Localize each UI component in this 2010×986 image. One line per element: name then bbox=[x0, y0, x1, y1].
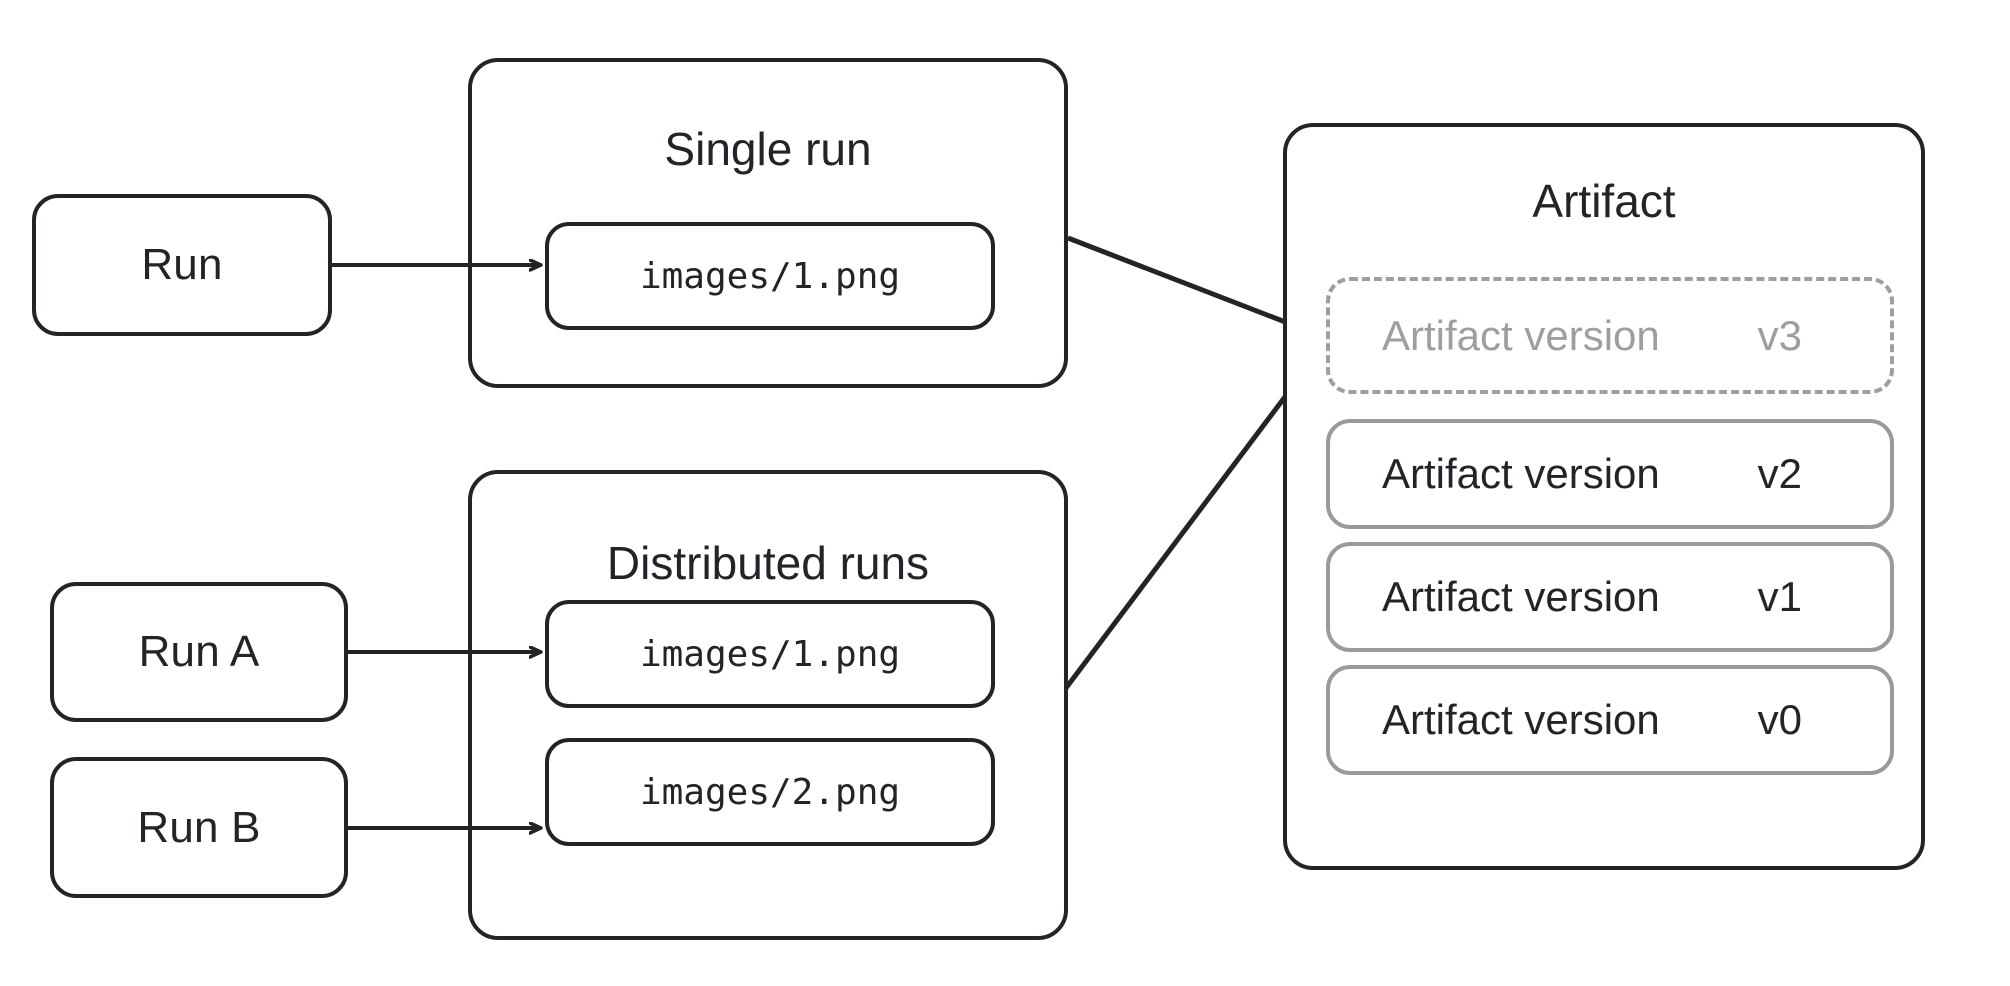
file-chip-label: images/1.png bbox=[639, 633, 901, 675]
artifact-version-row-v0[interactable]: Artifact version v0 bbox=[1326, 665, 1894, 775]
artifact-panel[interactable]: Artifact Artifact version v3 Artifact ve… bbox=[1283, 123, 1925, 870]
artifact-version-label: Artifact version bbox=[1382, 311, 1660, 359]
group-distributed-runs[interactable]: Distributed runs bbox=[468, 470, 1068, 940]
artifact-version-tag: v0 bbox=[1757, 696, 1802, 743]
artifact-version-row-v3[interactable]: Artifact version v3 bbox=[1326, 277, 1894, 394]
run-node-run[interactable]: Run bbox=[32, 194, 332, 336]
group-title-distributed-runs: Distributed runs bbox=[606, 537, 930, 589]
artifact-version-label: Artifact version bbox=[1382, 573, 1660, 620]
run-label: Run bbox=[141, 240, 223, 289]
artifact-version-row-v1[interactable]: Artifact version v1 bbox=[1326, 542, 1894, 652]
file-chip-single-file-1[interactable]: images/1.png bbox=[545, 222, 995, 330]
artifact-version-row-v2[interactable]: Artifact version v2 bbox=[1326, 419, 1894, 529]
artifact-panel-title: Artifact bbox=[1532, 175, 1676, 227]
artifact-version-tag: v2 bbox=[1757, 450, 1802, 497]
artifact-version-label: Artifact version bbox=[1382, 450, 1660, 497]
run-node-run-b[interactable]: Run B bbox=[50, 757, 348, 898]
file-chip-label: images/2.png bbox=[639, 771, 901, 813]
artifact-version-label: Artifact version bbox=[1382, 696, 1660, 743]
group-single-run[interactable]: Single run bbox=[468, 58, 1068, 388]
artifact-version-tag: v1 bbox=[1757, 573, 1802, 620]
group-title-single-run: Single run bbox=[664, 123, 872, 175]
run-label: Run B bbox=[137, 802, 261, 852]
file-chip-dist-file-2[interactable]: images/2.png bbox=[545, 738, 995, 846]
file-chip-label: images/1.png bbox=[639, 255, 901, 297]
file-chip-dist-file-1[interactable]: images/1.png bbox=[545, 600, 995, 708]
run-label: Run A bbox=[138, 627, 260, 676]
artifact-version-tag: v3 bbox=[1757, 311, 1802, 359]
run-node-run-a[interactable]: Run A bbox=[50, 582, 348, 722]
